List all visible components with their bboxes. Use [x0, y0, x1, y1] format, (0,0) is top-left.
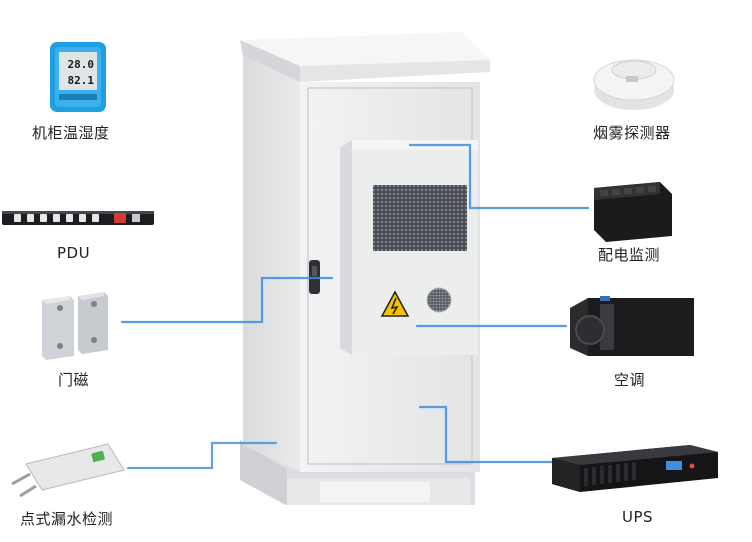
door-sensor-device: [42, 292, 108, 360]
temp-humidity-sensor-device: 28.0 82.1: [50, 42, 106, 112]
label-ups: UPS: [622, 508, 654, 526]
power-monitor-device: [594, 182, 672, 242]
label-water-leak: 点式漏水检测: [20, 510, 114, 528]
connector-leak: [126, 441, 278, 470]
pdu-device: [2, 211, 154, 225]
outdoor-cabinet: [240, 32, 490, 505]
connector-lines: [116, 84, 600, 470]
label-air-conditioner: 空调: [614, 371, 646, 389]
label-pdu: PDU: [57, 244, 91, 262]
label-power-monitor: 配电监测: [598, 246, 661, 264]
smoke-detector-device: [593, 59, 675, 110]
connector-door: [120, 276, 334, 324]
humidity-readout: 82.1: [68, 74, 95, 87]
label-door-sensor: 门磁: [58, 371, 90, 389]
leak-sensor-device: [11, 443, 125, 498]
connector-ups: [418, 405, 554, 464]
connector-power: [408, 143, 590, 210]
label-temp-humidity: 机柜温湿度: [32, 124, 110, 142]
ups-device: [552, 445, 718, 492]
label-smoke-detector: 烟雾探测器: [593, 124, 671, 142]
temp-readout: 28.0: [68, 58, 95, 71]
air-conditioner-device: [570, 296, 694, 356]
